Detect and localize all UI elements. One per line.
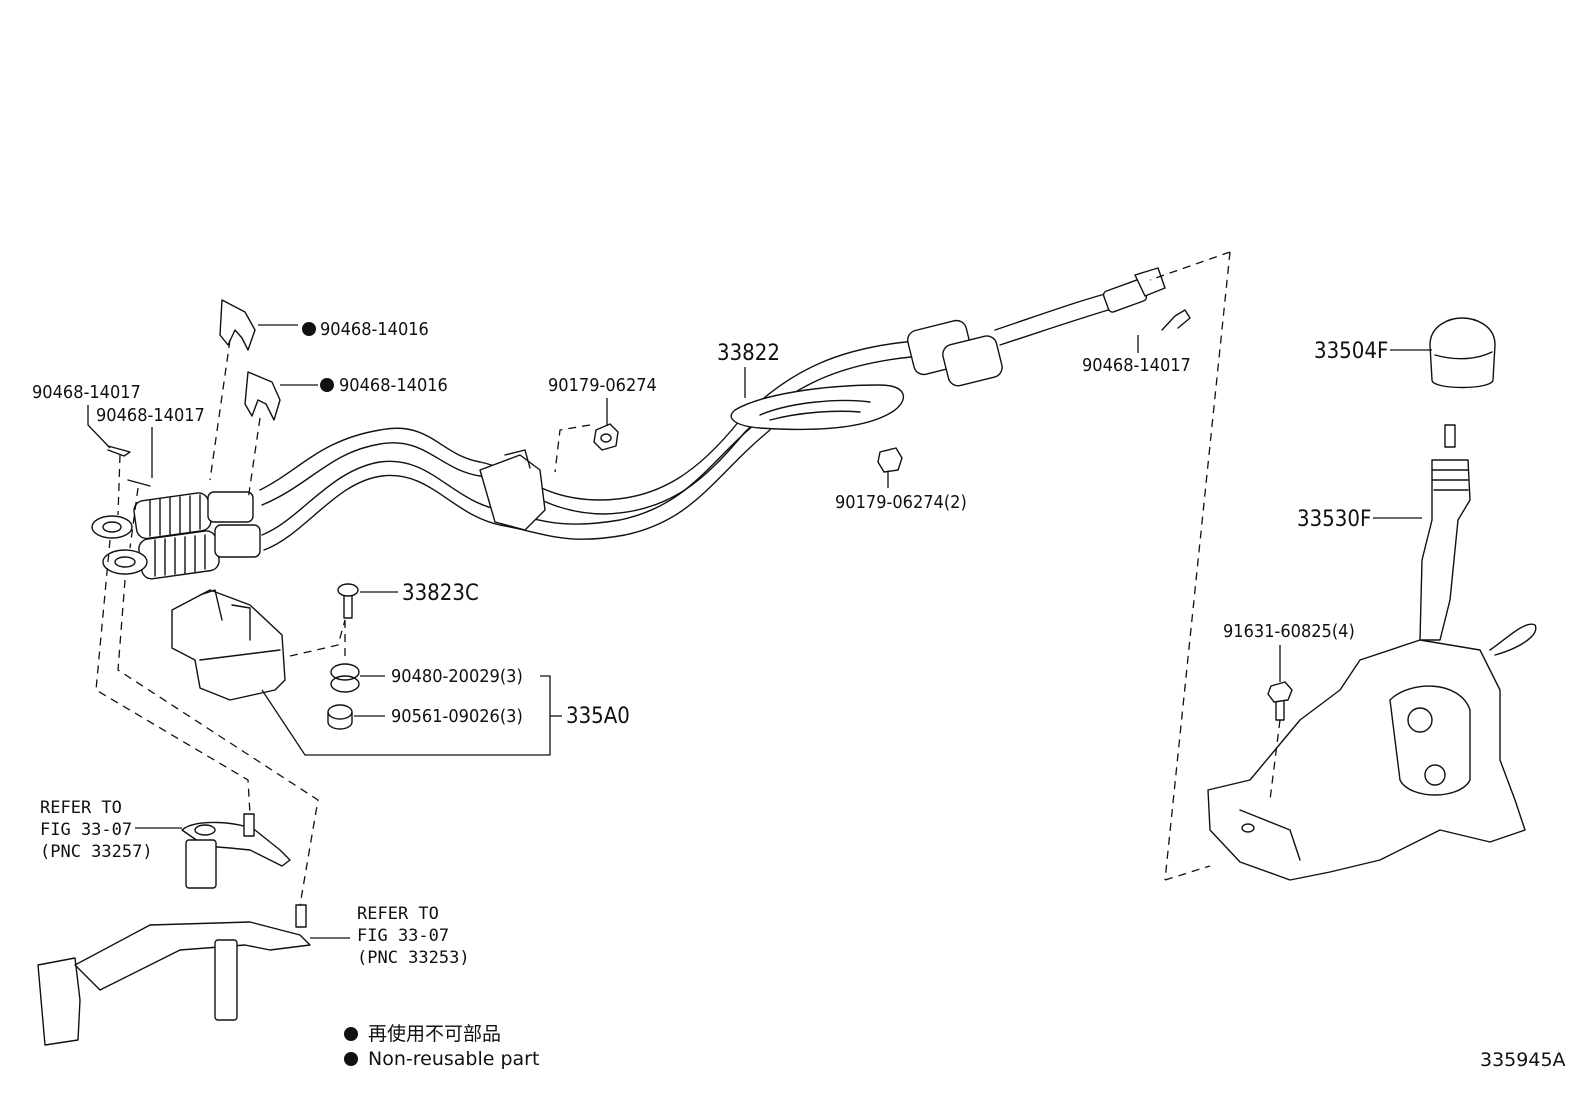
refer-note-shift-lever: REFER TO FIG 33-07 (PNC 33253)	[357, 904, 470, 968]
figure-id: 335945A	[1480, 1049, 1566, 1071]
label-collar: 90561-09026(3)	[391, 706, 523, 727]
housing-bolt	[1267, 681, 1293, 721]
pin-clip-right	[1161, 309, 1191, 331]
label-bracket-bolt: 33823C	[402, 581, 479, 606]
label-clip-left-1: 90468-14017	[32, 382, 141, 403]
refer-line-2: FIG 33-07	[357, 926, 449, 946]
collar	[327, 704, 353, 730]
flange-nut-upper	[593, 423, 619, 451]
refer-line-1: REFER TO	[357, 904, 439, 924]
pin-clip-left-2	[127, 479, 151, 487]
pin-clip-left-1	[107, 445, 131, 457]
shift-lever	[1419, 424, 1537, 656]
refer-line-3: (PNC 33253)	[357, 948, 470, 968]
non-reusable-marker	[320, 378, 334, 392]
shift-knob	[1429, 317, 1496, 389]
legend-marker	[344, 1027, 358, 1041]
select-lever-ref	[181, 813, 291, 889]
legend-english: Non-reusable part	[368, 1048, 539, 1070]
alignment-dashed-lines	[95, 251, 1281, 906]
part-labels: 90468-14016 90468-14016 90468-14017 9046…	[32, 319, 1388, 729]
label-clip-top-1: 90468-14016	[320, 319, 429, 340]
label-knob: 33504F	[1314, 339, 1388, 364]
label-bolt-right: 91631-60825(4)	[1223, 621, 1355, 642]
label-nut-upper: 90179-06274	[548, 375, 657, 396]
cable-bracket	[171, 589, 286, 701]
label-clip-top-2: 90468-14016	[339, 375, 448, 396]
label-cable-assy: 33822	[717, 341, 780, 366]
refer-line-2: FIG 33-07	[40, 820, 132, 840]
label-nut-lower: 90179-06274(2)	[835, 492, 967, 513]
bushing	[330, 663, 360, 693]
label-clip-right: 90468-14017	[1082, 355, 1191, 376]
shift-lever-ref	[37, 904, 311, 1046]
refer-line-3: (PNC 33257)	[40, 842, 153, 862]
refer-note-select-lever: REFER TO FIG 33-07 (PNC 33257)	[40, 798, 153, 862]
legend-marker	[344, 1052, 358, 1066]
label-clip-left-2: 90468-14017	[96, 405, 205, 426]
label-bushing: 90480-20029(3)	[391, 666, 523, 687]
refer-line-1: REFER TO	[40, 798, 122, 818]
leader-lines	[87, 324, 1432, 939]
non-reusable-marker	[302, 322, 316, 336]
lock-clip-upper	[219, 299, 256, 351]
shift-lever-housing	[1207, 639, 1526, 881]
label-lever: 33530F	[1297, 507, 1371, 532]
lock-clip-lower	[244, 371, 281, 421]
shift-cable-assembly	[91, 267, 1166, 580]
legend: 再使用不可部品 Non-reusable part	[344, 1023, 539, 1070]
bracket-bolt	[337, 583, 359, 619]
label-bracket-assy: 335A0	[566, 704, 630, 729]
legend-japanese: 再使用不可部品	[368, 1023, 501, 1045]
flange-nut-lower	[877, 447, 903, 473]
